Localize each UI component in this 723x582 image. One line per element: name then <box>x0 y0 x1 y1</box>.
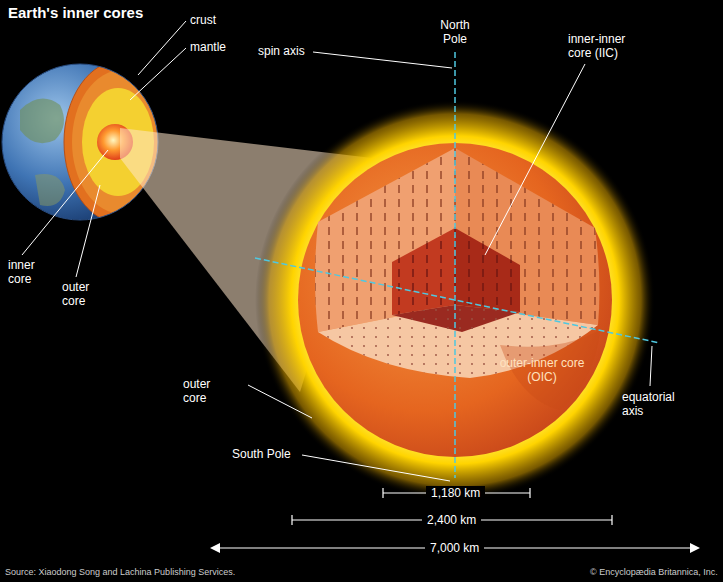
part-label: crust <box>190 13 216 27</box>
part-label: outer core <box>62 280 106 308</box>
diagram-title: Earth's inner cores <box>8 4 143 22</box>
copyright-note: © Encyclopædia Britannica, Inc. <box>590 566 718 578</box>
part-label: inner-inner core (IIC) <box>568 32 650 60</box>
dimension-label: 7,000 km <box>425 541 484 555</box>
part-label: inner core <box>8 258 50 286</box>
pole-label: North Pole <box>431 18 479 46</box>
pole-label: South Pole <box>232 447 291 461</box>
axis-label: spin axis <box>258 44 305 58</box>
part-label: mantle <box>190 40 226 54</box>
part-label: outer-inner core (OIC) <box>495 356 589 384</box>
axis-label: equatorial axis <box>622 390 696 418</box>
dimension-label: 1,180 km <box>426 486 485 500</box>
part-label: outer core <box>183 377 229 405</box>
dimension-label: 2,400 km <box>422 513 481 527</box>
source-credit: Source: Xiaodong Song and Lachina Publis… <box>5 566 235 578</box>
